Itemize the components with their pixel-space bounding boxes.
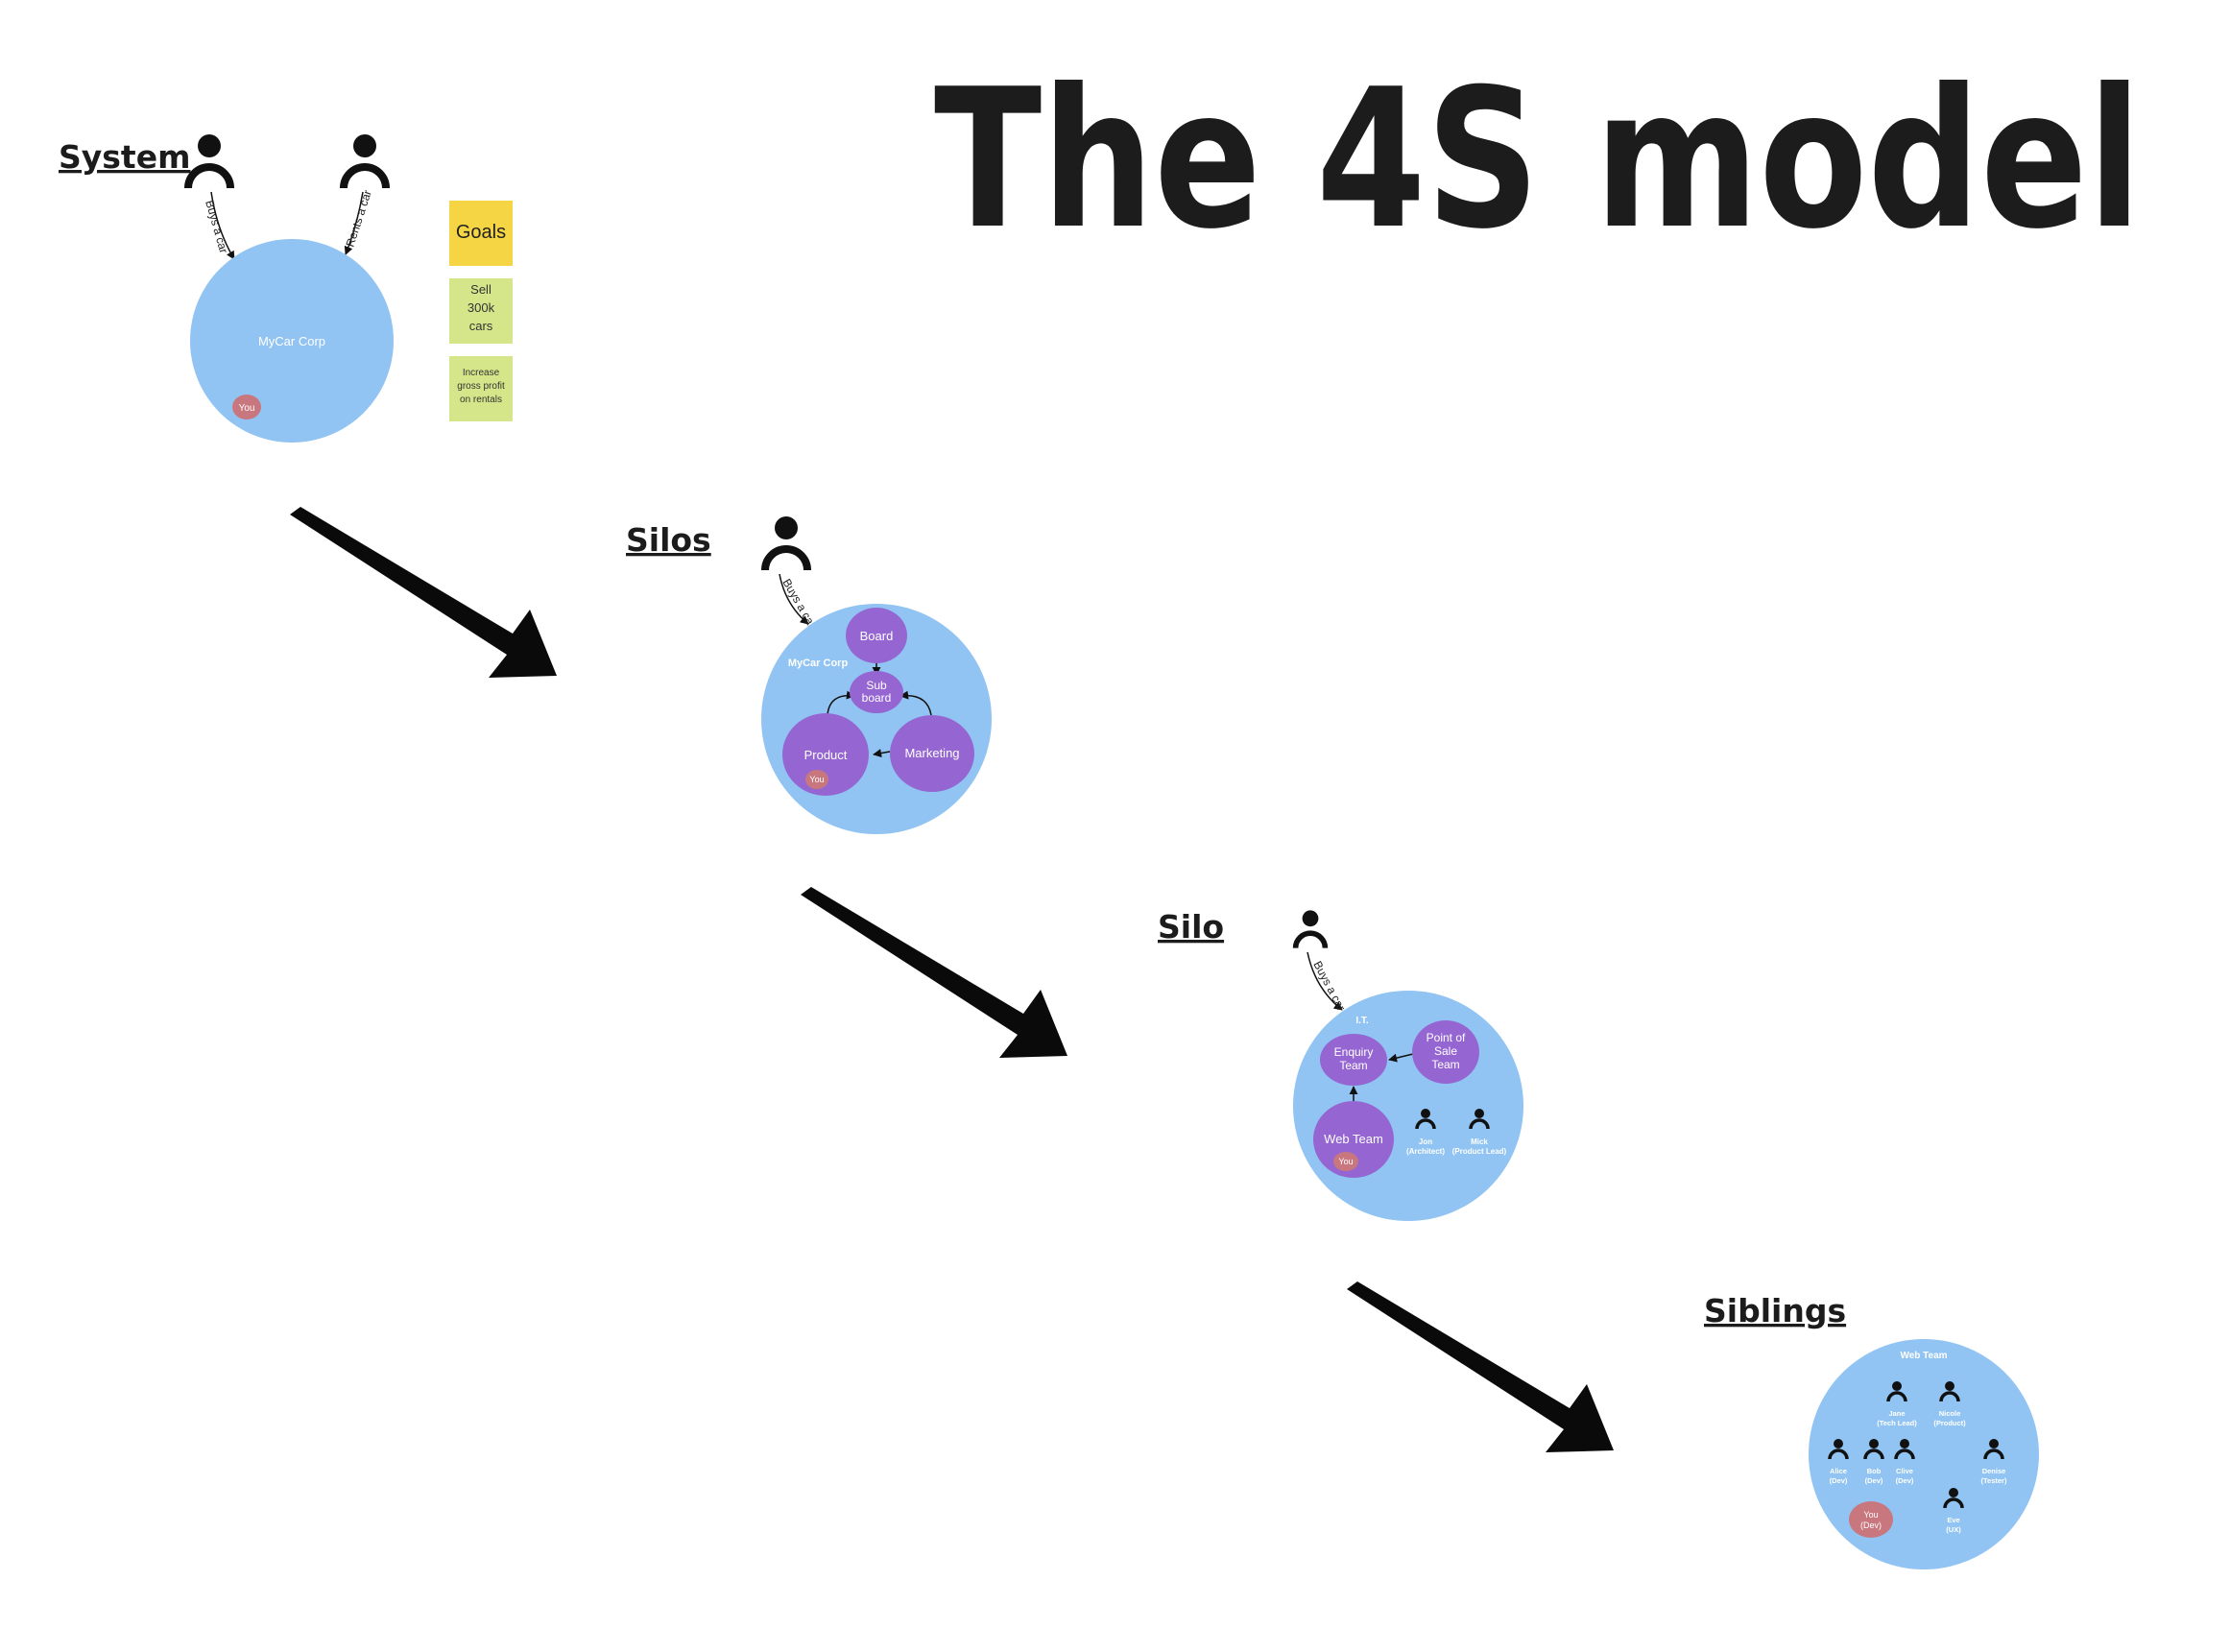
big-arrow-icon bbox=[1347, 1281, 1614, 1452]
you-label: You bbox=[239, 403, 255, 414]
unit-label-board: Board bbox=[860, 629, 894, 643]
person-icon bbox=[188, 134, 230, 188]
section-label-siblings: Siblings bbox=[1704, 1292, 1846, 1329]
person-name: Mick bbox=[1471, 1137, 1488, 1146]
sticky-note-goal-2 bbox=[449, 356, 513, 421]
edge-buys-a-car bbox=[779, 573, 809, 625]
person-name: Bob bbox=[1867, 1467, 1882, 1475]
big-arrow-icon bbox=[290, 507, 557, 678]
person-icon bbox=[344, 134, 386, 188]
person-name: Clive bbox=[1896, 1467, 1913, 1475]
you-role: (Dev) bbox=[1860, 1520, 1882, 1530]
you-label: You bbox=[1338, 1157, 1353, 1166]
connector bbox=[873, 749, 891, 758]
team-point-of-sale bbox=[1412, 1020, 1479, 1084]
person-icon bbox=[1296, 910, 1326, 947]
person-role: (Tech Lead) bbox=[1877, 1419, 1917, 1427]
edge-label-buys-a-car: Buys a car bbox=[203, 199, 230, 254]
unit-board bbox=[846, 608, 907, 663]
big-arrow-icon bbox=[801, 887, 1067, 1058]
team-enquiry bbox=[1320, 1034, 1387, 1086]
section-system: System Buys a car Rents a car MyCar Corp… bbox=[59, 134, 513, 443]
edge-buys-a-car bbox=[1307, 951, 1343, 1011]
connector bbox=[899, 690, 932, 716]
person-name: Denise bbox=[1982, 1467, 2006, 1475]
org-label-it: I.T. bbox=[1355, 1016, 1369, 1026]
edge-label-buys-a-car: Buys a car bbox=[1310, 959, 1348, 1014]
org-circle-mycar-corp bbox=[190, 239, 394, 443]
you-label: You bbox=[1863, 1510, 1878, 1520]
edge-label-rents-a-car: Rents a car bbox=[344, 188, 374, 249]
person-role: (Tester) bbox=[1981, 1476, 2007, 1485]
edge-rents-a-car bbox=[344, 191, 364, 255]
person-role: (Product Lead) bbox=[1452, 1147, 1507, 1156]
sticky-note-goal-1 bbox=[449, 278, 513, 344]
team-web bbox=[1313, 1101, 1394, 1178]
sticky-note-goals bbox=[449, 201, 513, 266]
sticky-note-goals-text: Goals bbox=[456, 222, 506, 243]
person-name: Nicole bbox=[1939, 1409, 1961, 1418]
section-siblings: Siblings Web Team Jane (Tech Lead) Nicol… bbox=[1704, 1292, 2039, 1569]
you-marker bbox=[1849, 1501, 1893, 1538]
person-name: Alice bbox=[1830, 1467, 1847, 1475]
person-role: (UX) bbox=[1946, 1525, 1961, 1534]
section-label-system: System bbox=[59, 138, 190, 176]
person-name: Jane bbox=[1888, 1409, 1905, 1418]
unit-label-marketing: Marketing bbox=[904, 746, 959, 760]
org-label-web-team: Web Team bbox=[1900, 1351, 1947, 1361]
org-label-mycar-corp: MyCar Corp bbox=[788, 658, 849, 669]
you-marker bbox=[805, 770, 828, 789]
you-label: You bbox=[809, 775, 824, 784]
unit-product bbox=[782, 713, 869, 796]
person-role: (Architect) bbox=[1406, 1147, 1445, 1156]
person-role: (Dev) bbox=[1830, 1476, 1848, 1485]
edge-buys-a-car bbox=[210, 191, 235, 260]
person-role: (Dev) bbox=[1896, 1476, 1914, 1485]
person-role: (Product) bbox=[1933, 1419, 1966, 1427]
edge-label-buys-a-car: Buys a car bbox=[779, 577, 818, 631]
you-marker bbox=[1333, 1152, 1358, 1171]
unit-label-product: Product bbox=[804, 748, 848, 762]
section-label-silos: Silos bbox=[626, 521, 711, 559]
unit-marketing bbox=[890, 715, 974, 792]
person-icon bbox=[765, 516, 807, 570]
org-circle-it bbox=[1293, 991, 1523, 1221]
person-name: Eve bbox=[1947, 1516, 1959, 1524]
person-role: (Dev) bbox=[1865, 1476, 1883, 1485]
connector bbox=[1388, 1053, 1414, 1063]
org-circle-web-team bbox=[1809, 1339, 2039, 1569]
you-marker bbox=[232, 395, 261, 419]
team-label-web: Web Team bbox=[1324, 1132, 1383, 1146]
person-name: Jon bbox=[1419, 1137, 1432, 1146]
unit-sub-board bbox=[850, 671, 903, 713]
page-title: The 4S model bbox=[934, 48, 2142, 272]
org-label-mycar-corp: MyCar Corp bbox=[258, 334, 325, 348]
section-label-silo: Silo bbox=[1158, 908, 1224, 946]
